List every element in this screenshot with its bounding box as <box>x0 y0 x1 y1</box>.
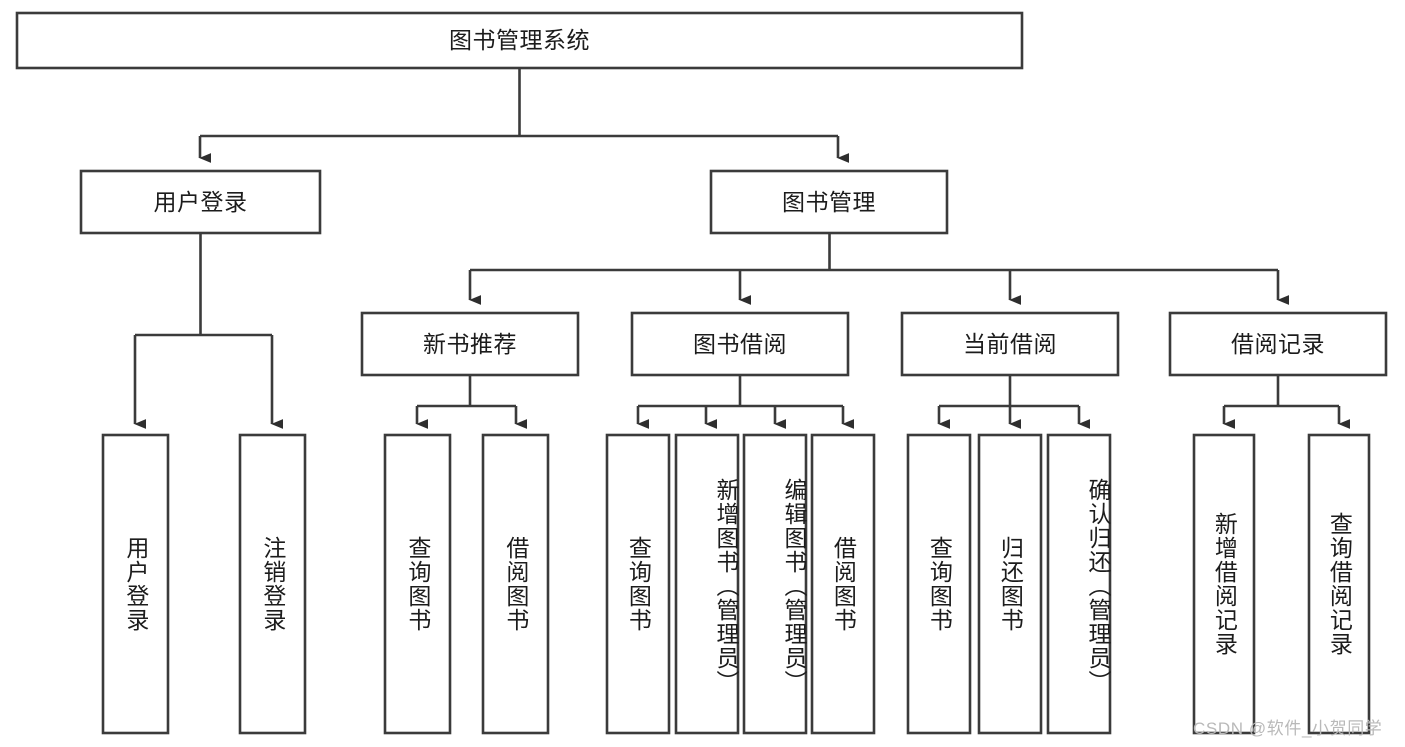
node-leaf-query-book-2-box[interactable] <box>605 433 671 735</box>
node-leaf-query-book-1-box[interactable] <box>383 433 452 735</box>
node-borrow-record-box[interactable] <box>1168 311 1388 377</box>
connector-book-manage-to-level3 <box>468 233 1290 305</box>
node-book-borrow-box[interactable] <box>630 311 850 377</box>
connector-root-to-level2 <box>198 68 850 163</box>
node-new-book-recommend-box[interactable] <box>360 311 580 377</box>
node-leaf-query-book-3-box[interactable] <box>906 433 972 735</box>
node-leaf-add-book-admin-box[interactable] <box>674 433 740 735</box>
node-leaf-confirm-return-admin-box[interactable] <box>1046 433 1112 735</box>
node-leaf-add-borrow-record-box[interactable] <box>1192 433 1256 735</box>
node-leaf-edit-book-admin-box[interactable] <box>742 433 808 735</box>
node-root-box[interactable] <box>15 11 1024 70</box>
connector-user-login-to-leaves <box>133 233 284 429</box>
node-leaf-user-login-box[interactable] <box>101 433 170 735</box>
node-leaf-query-borrow-record-box[interactable] <box>1307 433 1371 735</box>
node-leaf-return-book-box[interactable] <box>977 433 1043 735</box>
connector-current-borrow-to-leaves <box>937 375 1091 429</box>
node-current-borrow-box[interactable] <box>900 311 1120 377</box>
node-leaf-logout-login-box[interactable] <box>238 433 307 735</box>
connector-borrow-record-to-leaves <box>1222 375 1351 429</box>
node-user-login-box[interactable] <box>79 169 322 235</box>
node-book-manage-box[interactable] <box>709 169 949 235</box>
node-leaf-borrow-book-1-box[interactable] <box>481 433 550 735</box>
connector-book-borrow-to-leaves <box>636 375 855 429</box>
connector-new-book-recommend-to-leaves <box>415 375 528 429</box>
node-leaf-borrow-book-2-box[interactable] <box>810 433 876 735</box>
